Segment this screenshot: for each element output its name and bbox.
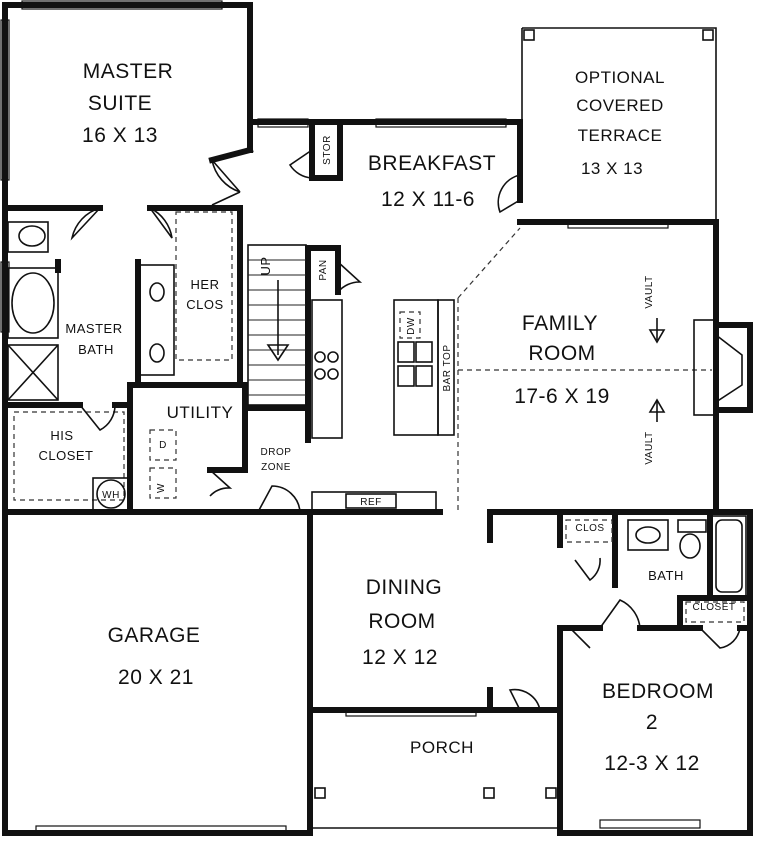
family-room-name-1: FAMILY (522, 312, 598, 335)
terrace-line-1: OPTIONAL (575, 68, 665, 87)
drop-zone-line-2: ZONE (261, 462, 291, 473)
porch-posts (312, 787, 560, 829)
dining-room-name-2: ROOM (368, 610, 435, 633)
kitchen (311, 299, 455, 513)
dining-room-size: 12 X 12 (362, 646, 438, 669)
closet-label: CLOSET (692, 602, 735, 613)
breakfast-name: BREAKFAST (368, 152, 496, 175)
family-room-name-2: ROOM (528, 342, 595, 365)
closet-shelves (13, 211, 745, 623)
stairs-up-label: UP (258, 256, 273, 275)
bedroom2-size: 12-3 X 12 (604, 752, 700, 775)
breakfast-size: 12 X 11-6 (381, 188, 475, 211)
her-closet-name-1: HER (191, 277, 220, 292)
terrace-line-2: COVERED (576, 96, 664, 115)
bar-top-label: BAR TOP (442, 344, 453, 391)
pan-label: PAN (318, 259, 329, 280)
terrace-outline (521, 27, 717, 222)
her-closet-name-2: CLOS (186, 297, 223, 312)
garage-name: GARAGE (108, 624, 201, 647)
master-suite-name-2: SUITE (88, 92, 152, 115)
utility-name: UTILITY (167, 403, 234, 422)
washer-label: W (156, 483, 167, 493)
drop-zone-line-1: DROP (261, 447, 292, 458)
vault-label-top: VAULT (644, 275, 655, 308)
his-closet-name-1: HIS (50, 428, 73, 443)
master-bath-name-2: BATH (78, 342, 114, 357)
bath-name: BATH (648, 568, 684, 583)
vault-arrows (648, 318, 666, 422)
terrace-line-3: TERRACE (578, 126, 663, 145)
dining-room-name-1: DINING (366, 576, 443, 599)
dryer-label: D (159, 440, 167, 451)
dashed-lines (457, 227, 712, 512)
bath-fixtures (7, 221, 747, 597)
vault-label-bottom: VAULT (644, 431, 655, 464)
stairs (247, 244, 343, 439)
his-closet-name-2: CLOSET (38, 448, 93, 463)
ref-label: REF (360, 497, 382, 508)
dishwasher-label: DW (406, 317, 417, 335)
porch-name: PORCH (410, 738, 474, 757)
terrace-size: 13 X 13 (581, 159, 643, 178)
stor-label: STOR (322, 135, 333, 165)
master-suite-name-1: MASTER (83, 60, 174, 83)
clos-label: CLOS (575, 523, 604, 534)
family-room-size: 17-6 X 19 (514, 385, 610, 408)
master-bath-name-1: MASTER (65, 321, 122, 336)
bedroom2-name-2: 2 (646, 711, 658, 734)
water-heater-label: WH (102, 490, 120, 501)
master-suite-size: 16 X 13 (82, 124, 158, 147)
bedroom2-name-1: BEDROOM (602, 680, 714, 703)
doors (70, 149, 741, 711)
garage-size: 20 X 21 (118, 666, 194, 689)
labels: MASTER SUITE 16 X 13 BREAKFAST 12 X 11-6… (38, 60, 735, 775)
